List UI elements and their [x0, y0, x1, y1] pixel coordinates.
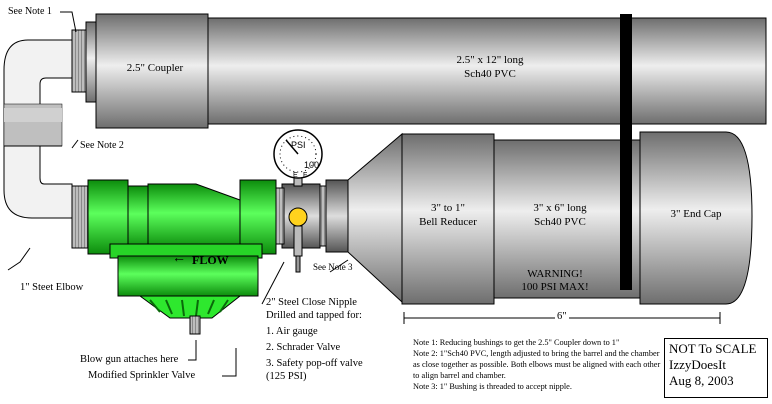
barrel-label-line2: Sch40 PVC [464, 68, 516, 80]
note-3: Note 3: 1" Bushing is threaded to accept… [413, 382, 572, 391]
chamber-bushing [325, 179, 349, 253]
gauge-e: E [293, 172, 298, 179]
barrel-label-line1: 2.5" x 12" long [456, 54, 524, 66]
note-1: Note 1: Reducing bushings to get the 2.5… [413, 338, 620, 347]
bell-reducer-cone [347, 132, 403, 304]
gauge-f: F [303, 172, 308, 179]
see-note2-label: See Note 2 [80, 140, 124, 151]
stamp-line2: IzzyDoesIt [669, 357, 727, 372]
flow-arrow-icon: ← [172, 251, 186, 266]
see-note1-label: See Note 1 [8, 6, 52, 17]
stamp-line3: Aug 8, 2003 [669, 373, 734, 388]
chamber-label-line1: 3" x 6" long [533, 202, 587, 214]
chamber-label-line2: Sch40 PVC [534, 216, 586, 228]
endcap-label: 3" End Cap [670, 208, 722, 220]
nipple-item: 3. Safety pop-off valve [266, 358, 363, 369]
note-2: Note 2: 1"Sch40 PVC, length adjusted to … [413, 349, 661, 380]
stamp-line1: NOT To SCALE [669, 341, 757, 356]
nipple-description: 2" Steel Close Nipple Drilled and tapped… [266, 296, 363, 383]
elbow-label: 1" Steet Elbow [20, 282, 84, 293]
left-elbow-assembly [3, 39, 73, 219]
pop-off-valve [295, 255, 301, 273]
schrader-valve [288, 207, 308, 227]
nipple-title-line2: Drilled and tapped for: [266, 310, 362, 321]
coupler [95, 13, 209, 129]
warning-line1: WARNING! [527, 268, 583, 280]
nipple-item: 2. Schrader Valve [266, 342, 341, 353]
nipple-title-line1: 2" Steel Close Nipple [266, 297, 357, 308]
notes-block: Note 1: Reducing bushings to get the 2.5… [413, 337, 663, 392]
gauge-value: 100 [304, 160, 320, 170]
bell-reducer [401, 133, 495, 305]
reducer-label-line2: Bell Reducer [419, 216, 477, 228]
coupler-label: 2.5" Coupler [126, 62, 184, 74]
nipple-item: (125 PSI) [266, 371, 307, 382]
barrel-pipe [207, 17, 767, 125]
end-cap [639, 131, 753, 305]
scale-stamp: NOT To SCALE IzzyDoesIt Aug 8, 2003 [664, 338, 768, 398]
dimension-label: 6" [555, 311, 569, 322]
sprinkler-valve-assembly [71, 179, 277, 335]
reducer-label-line1: 3" to 1" [430, 202, 466, 214]
see-note3-label: See Note 3 [313, 262, 353, 272]
strap [620, 14, 632, 290]
flow-label: FLOW [192, 253, 229, 267]
warning-line2: 100 PSI MAX! [521, 281, 589, 293]
nipple-item: 1. Air gauge [266, 326, 318, 337]
sprinkler-label: Modified Sprinkler Valve [88, 370, 196, 381]
chamber-pipe [493, 139, 641, 299]
gauge-unit: PSI [291, 140, 306, 150]
blowgun-label: Blow gun attaches here [80, 354, 179, 365]
top-bushing-hex [85, 21, 97, 103]
